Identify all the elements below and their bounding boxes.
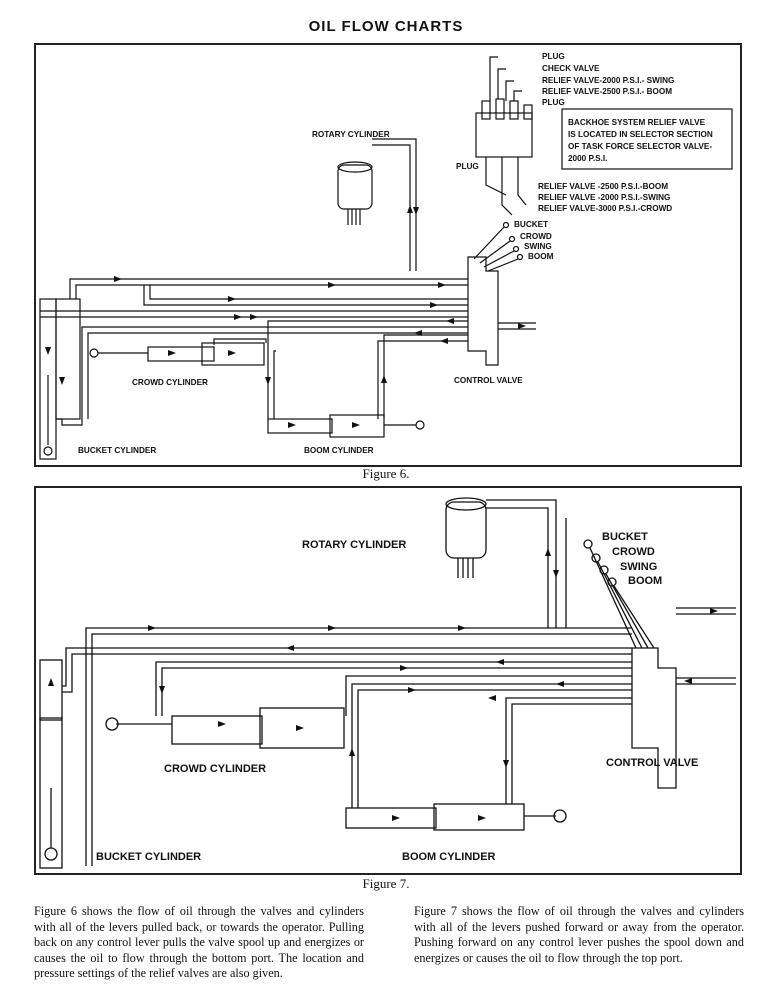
control-valve-block [631,647,677,789]
rotary-cylinder-body [337,164,373,210]
label-swing: SWING [620,561,657,573]
boom-cylinder-body [267,418,333,434]
label-check-valve: CHECK VALVE [542,64,600,73]
label-boom-cylinder: BOOM CYLINDER [402,851,496,863]
boom-cylinder-body [345,807,437,829]
label-rotary-cylinder: ROTARY CYLINDER [302,539,406,551]
label-plug-mid: PLUG [542,98,565,107]
figure-6-svg: PLUG CHECK VALVE RELIEF VALVE-2000 P.S.I… [39,52,733,460]
figure-6-diagram: PLUG CHECK VALVE RELIEF VALVE-2000 P.S.I… [34,43,742,467]
label-swing: SWING [524,242,552,251]
label-bucket: BUCKET [514,220,548,229]
paragraph-figure-6: Figure 6 shows the flow of oil through t… [34,904,364,980]
label-relief-swing-top: RELIEF VALVE-2000 P.S.I.- SWING [542,76,674,85]
label-relief-boom-bot: RELIEF VALVE -2500 P.S.I.-BOOM [538,182,668,191]
label-relief-swing-bot: RELIEF VALVE -2000 P.S.I.-SWING [538,193,670,202]
label-bucket: BUCKET [602,531,648,543]
label-crowd: CROWD [612,546,655,558]
figure-7-svg: ROTARY CYLINDER BUCKET CROWD SWING BOOM … [39,497,736,869]
page-title: OIL FLOW CHARTS [308,18,464,35]
rotary-cylinder-body [445,501,487,559]
figure-6-caption: Figure 6. [362,466,410,481]
relief-note-box [561,108,733,170]
bucket-cylinder-body [39,717,63,869]
crowd-cylinder-body [147,346,215,362]
label-control-valve: CONTROL VALVE [454,376,523,385]
label-plug-top: PLUG [542,52,565,61]
label-boom: BOOM [628,575,662,587]
note-line-4: 2000 P.S.I. [568,154,607,163]
label-bucket-cylinder: BUCKET CYLINDER [78,446,156,455]
label-relief-boom-top: RELIEF VALVE-2500 P.S.I.- BOOM [542,87,672,96]
figure-7-diagram: ROTARY CYLINDER BUCKET CROWD SWING BOOM … [34,486,742,875]
label-crowd-cylinder: CROWD CYLINDER [164,763,266,775]
figure-7-caption: Figure 7. [362,876,410,891]
paragraph-figure-7: Figure 7 shows the flow of oil through t… [414,904,744,965]
label-crowd: CROWD [520,232,552,241]
crowd-cylinder-body [171,715,263,745]
label-control-valve: CONTROL VALVE [606,757,698,769]
label-boom-cylinder: BOOM CYLINDER [304,446,374,455]
label-plug-left: PLUG [456,162,479,171]
control-valve-block [467,256,499,366]
label-rotary-cylinder: ROTARY CYLINDER [312,130,390,139]
note-line-1: BACKHOE SYSTEM RELIEF VALVE [568,118,706,127]
label-bucket-cylinder: BUCKET CYLINDER [96,851,201,863]
label-relief-crowd-bot: RELIEF VALVE-3000 P.S.I.-CROWD [538,204,672,213]
note-line-2: IS LOCATED IN SELECTOR SECTION [568,130,713,139]
note-line-3: OF TASK FORCE SELECTOR VALVE- [568,142,712,151]
label-boom: BOOM [528,252,554,261]
label-crowd-cylinder: CROWD CYLINDER [132,378,208,387]
